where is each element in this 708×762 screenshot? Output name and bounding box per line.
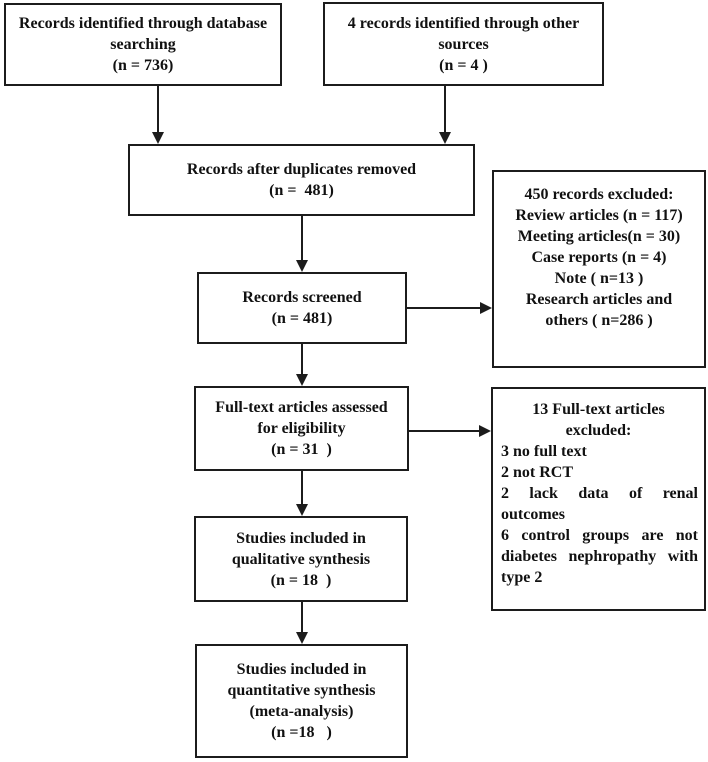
arrow-line-fulltext-to-qualitative <box>301 471 303 506</box>
box-records-after-duplicates-removed: Records after duplicates removed (n = 48… <box>128 144 475 216</box>
box-text-line: Research articles and <box>525 291 673 308</box>
box-text-line: 450 records excluded: <box>524 186 674 203</box>
box-text-line: Meeting articles(n = 30) <box>517 228 681 245</box>
box-text-line: (n = 4 ) <box>439 56 488 74</box>
box-text-line: (meta-analysis) <box>249 703 354 720</box>
box-text-line: (n = 481) <box>271 310 333 327</box>
box-text-line: for eligibility <box>257 420 346 437</box>
box-text-line: (n = 481) <box>269 182 334 199</box>
box-text-line: Note ( n=13 ) <box>554 270 644 287</box>
box-text-line: others ( n=286 ) <box>545 312 653 329</box>
box-text-line: (n = 736) <box>112 57 174 74</box>
exclusion-reason: 2 not RCT <box>501 464 574 481</box>
exclusion-reasons-list: 3 no full text 2 not RCT 2 lack data of … <box>493 441 704 588</box>
box-fulltext-assessed: Full-text articles assessed for eligibil… <box>194 386 409 471</box>
box-text-line: Review articles (n = 117) <box>515 207 683 224</box>
box-text-line: Records identified through database <box>18 15 268 32</box>
box-text-line: 4 records identified through other <box>347 14 580 32</box>
arrow-line-duplicates-to-screened <box>301 216 303 262</box>
box-text-line: qualitative synthesis <box>231 550 371 568</box>
arrowhead-right-icon <box>480 302 492 314</box>
box-records-excluded: 450 records excluded: Review articles (n… <box>492 170 706 368</box>
box-quantitative-synthesis: Studies included in quantitative synthes… <box>195 644 408 758</box>
arrow-line-qualitative-to-quantitative <box>301 602 303 634</box>
box-text-line: Records after duplicates removed <box>186 161 417 178</box>
box-text-line: 13 Full-text articles <box>532 401 665 418</box>
arrow-line-screened-to-fulltext <box>301 344 303 376</box>
arrow-line-fulltext-to-excluded <box>409 430 481 432</box>
arrowhead-down-icon <box>296 632 308 644</box>
arrowhead-right-icon <box>479 425 491 437</box>
arrowhead-down-icon <box>296 374 308 386</box>
box-records-screened: Records screened (n = 481) <box>197 272 407 344</box>
arrow-line-db-to-duplicates <box>157 86 159 134</box>
box-records-identified-database: Records identified through database sear… <box>4 3 282 86</box>
box-text-line: Full-text articles assessed <box>215 399 388 416</box>
exclusion-reason: 2 lack data of renal outcomes <box>501 485 698 523</box>
exclusion-reason: 3 no full text <box>501 443 587 460</box>
box-qualitative-synthesis: Studies included in qualitative synthesi… <box>194 516 408 602</box>
box-text-line: quantitative synthesis <box>227 682 376 699</box>
box-text-line: Studies included in <box>236 529 366 547</box>
arrowhead-down-icon <box>439 132 451 144</box>
box-records-identified-other-sources: 4 records identified through other sourc… <box>323 2 604 86</box>
box-text-line: Records screened <box>242 289 362 306</box>
box-text-line: Studies included in <box>236 661 367 678</box>
arrowhead-down-icon <box>296 504 308 516</box>
box-fulltext-excluded: 13 Full-text articles excluded: 3 no ful… <box>491 387 706 611</box>
box-text-line: (n = 31 ) <box>271 441 332 458</box>
box-text-line: Case reports (n = 4) <box>531 249 667 266</box>
box-text-line: searching <box>110 36 176 53</box>
exclusion-reason: 6 control groups are not diabetes nephro… <box>501 527 698 586</box>
box-text-line: excluded: <box>565 422 632 439</box>
box-text-line: (n =18 ) <box>271 724 332 741</box>
arrow-line-other-to-duplicates <box>444 86 446 134</box>
arrowhead-down-icon <box>296 260 308 272</box>
box-text-line: (n = 18 ) <box>270 571 332 589</box>
box-text-line: sources <box>438 35 489 53</box>
arrowhead-down-icon <box>152 132 164 144</box>
arrow-line-screened-to-excluded <box>407 307 482 309</box>
